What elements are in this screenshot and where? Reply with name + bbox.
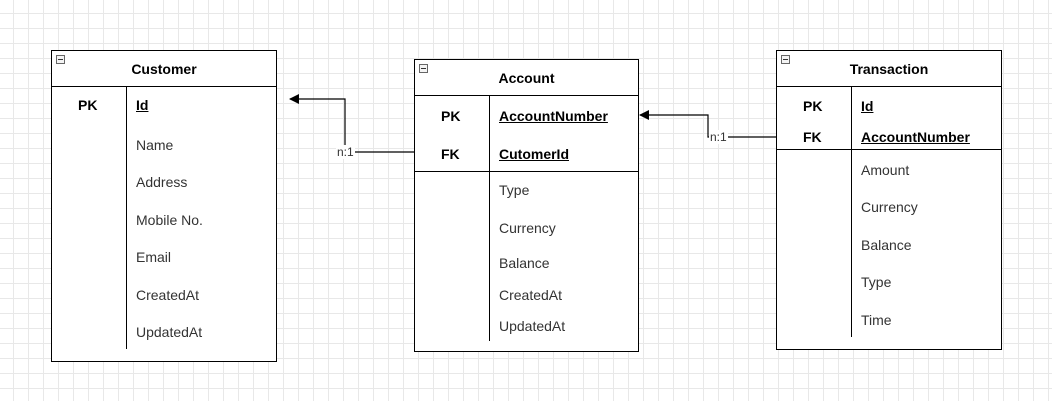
key-section-divider: [415, 171, 638, 172]
key-field: AccountNumber: [499, 108, 608, 124]
transaction-account-connector: [639, 110, 776, 138]
key-label: FK: [803, 129, 822, 145]
field: Time: [861, 312, 892, 328]
column-divider: [126, 87, 127, 349]
entity-title: Account: [415, 60, 638, 96]
field: Address: [136, 174, 188, 190]
key-label: FK: [441, 146, 460, 162]
field: Type: [861, 274, 892, 290]
field: Email: [136, 249, 172, 265]
column-divider: [489, 96, 490, 341]
key-label: PK: [78, 97, 98, 113]
field: Amount: [861, 162, 910, 178]
collapse-icon[interactable]: [56, 55, 65, 64]
field: CreatedAt: [136, 287, 200, 303]
key-label: PK: [803, 98, 823, 114]
field: UpdatedAt: [499, 318, 566, 334]
customer-entity[interactable]: Customer PK Id Name Address Mobile No. E…: [51, 50, 277, 362]
field: Balance: [499, 255, 550, 271]
account-customer-connector: [289, 94, 414, 153]
column-divider: [851, 87, 852, 337]
collapse-icon[interactable]: [419, 64, 428, 73]
field: Balance: [861, 237, 912, 253]
key-field: Id: [861, 98, 874, 114]
entity-title: Transaction: [777, 51, 1001, 87]
field: Name: [136, 137, 174, 153]
key-field: Id: [136, 97, 149, 113]
relation-label-transaction-account: n:1: [709, 130, 728, 144]
field: Type: [499, 182, 530, 198]
field: UpdatedAt: [136, 324, 203, 340]
entity-title: Customer: [52, 51, 276, 87]
field: Currency: [499, 220, 556, 236]
key-field: CutomerId: [499, 146, 569, 162]
key-field: AccountNumber: [861, 129, 970, 145]
account-entity[interactable]: Account PK AccountNumber FK CutomerId Ty…: [414, 59, 639, 352]
key-section-divider: [777, 149, 1001, 150]
relation-label-account-customer: n:1: [336, 145, 355, 159]
field: Currency: [861, 199, 918, 215]
field: Mobile No.: [136, 212, 203, 228]
transaction-entity[interactable]: Transaction PK Id FK AccountNumber Amoun…: [776, 50, 1002, 350]
key-label: PK: [441, 108, 461, 124]
collapse-icon[interactable]: [781, 55, 790, 64]
field: CreatedAt: [499, 287, 563, 303]
